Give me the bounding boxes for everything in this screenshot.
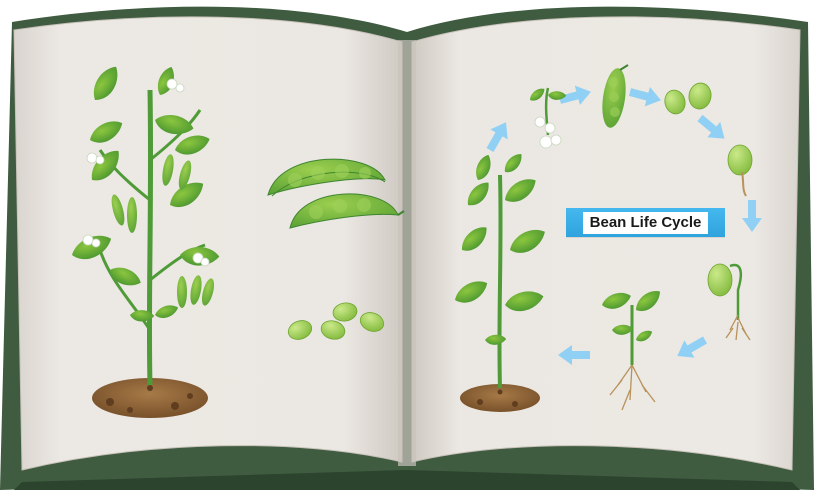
soil-mound-right — [460, 384, 540, 412]
left-page — [14, 17, 402, 470]
title-banner: Bean Life Cycle — [566, 208, 725, 237]
book-spine — [398, 40, 416, 466]
diagram-title: Bean Life Cycle — [583, 212, 709, 234]
